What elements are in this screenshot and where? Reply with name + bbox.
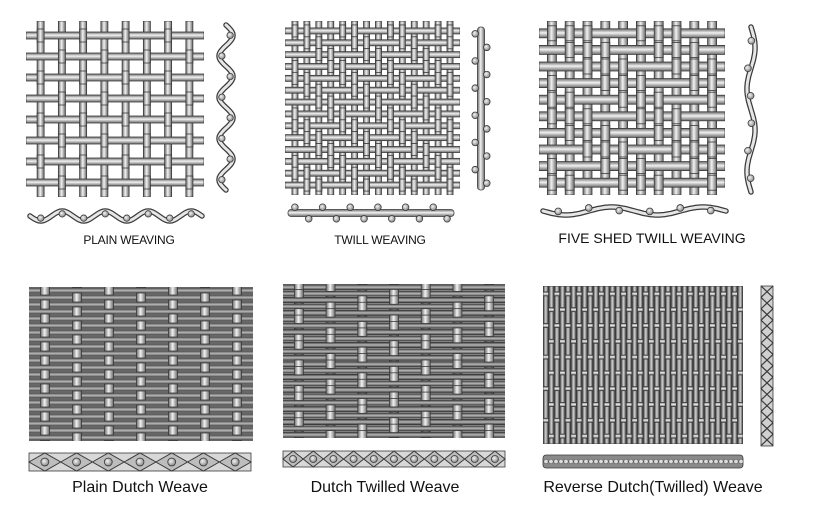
five-shed-twill-mesh bbox=[539, 21, 725, 195]
caption-dutch-twilled-weave: Dutch Twilled Weave bbox=[310, 479, 460, 496]
plain-dutch-section bbox=[27, 452, 253, 472]
caption-plain-dutch-weave: Plain Dutch Weave bbox=[72, 479, 208, 496]
reverse-dutch-vertical-section bbox=[760, 285, 774, 447]
five-shed-horizontal-section bbox=[540, 204, 729, 218]
dutch-twilled-section bbox=[282, 450, 506, 468]
caption-plain-weaving: PLAIN WEAVING bbox=[83, 233, 175, 247]
caption-reverse-dutch-twilled-weave: Reverse Dutch(Twilled) Weave bbox=[543, 479, 763, 496]
plain-dutch-mesh bbox=[29, 287, 253, 441]
caption-twill-weaving: TWILL WEAVING bbox=[334, 233, 426, 247]
twill-weave-mesh bbox=[285, 21, 460, 195]
plain-weave-mesh bbox=[26, 21, 204, 197]
twill-weave-vertical-section bbox=[471, 26, 491, 191]
reverse-dutch-horizontal-section bbox=[542, 454, 744, 469]
twill-weave-horizontal-section bbox=[287, 203, 455, 223]
five-shed-vertical-section bbox=[744, 24, 758, 195]
plain-weave-horizontal-section bbox=[27, 208, 205, 224]
plain-weave-vertical-section bbox=[216, 22, 236, 193]
reverse-dutch-mesh bbox=[543, 286, 743, 444]
caption-five-shed-twill-weaving: FIVE SHED TWILL WEAVING bbox=[558, 230, 746, 246]
dutch-twilled-mesh bbox=[283, 284, 505, 438]
